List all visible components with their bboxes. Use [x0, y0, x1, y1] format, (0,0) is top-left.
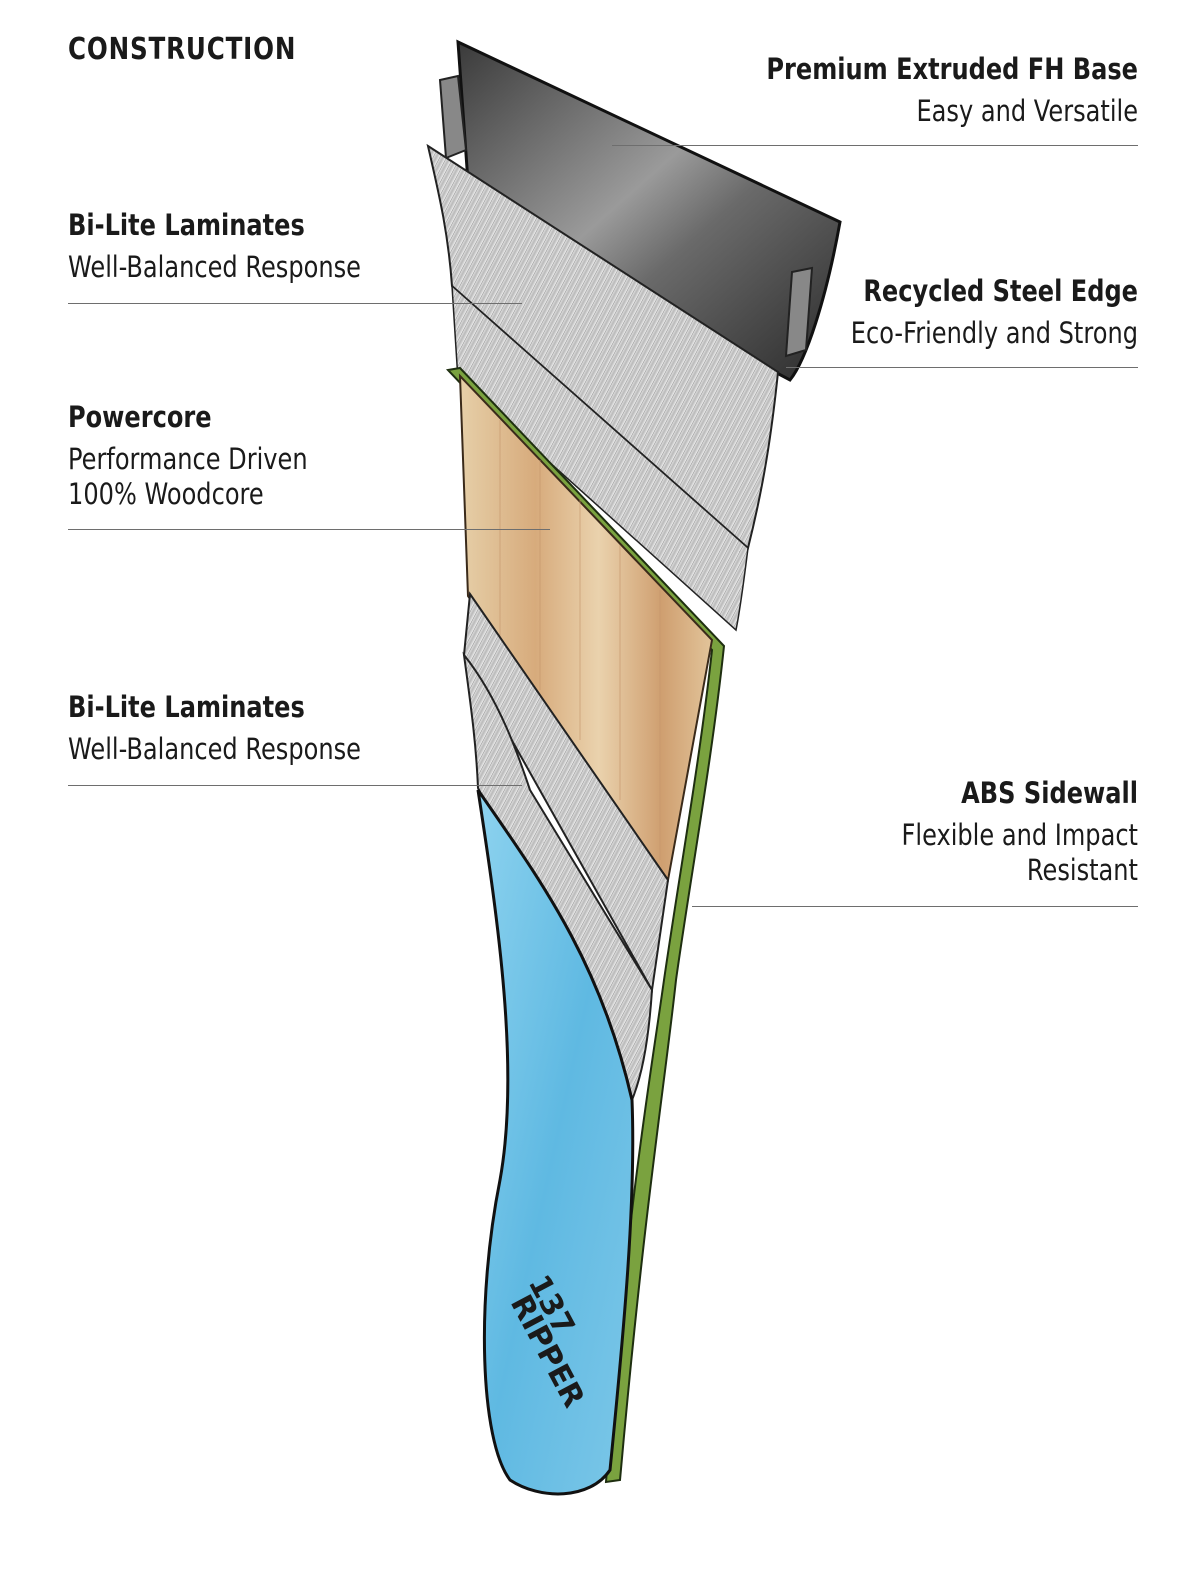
leader-line-edge [786, 367, 1138, 368]
leader-line-laminates-bottom [68, 785, 522, 786]
callout-sidewall: ABS Sidewall Flexible and Impact Resista… [778, 776, 1138, 888]
sidewall-shape [445, 366, 726, 1484]
leader-line-base [612, 145, 1138, 146]
leader-line-powercore [68, 529, 550, 530]
callout-edge: Recycled Steel Edge Eco-Friendly and Str… [718, 274, 1138, 351]
callout-base: Premium Extruded FH Base Easy and Versat… [668, 52, 1138, 129]
layer-name: Powercore [68, 400, 212, 434]
steel-edge-right [784, 266, 814, 358]
layer-description: Eco-Friendly and Strong [850, 316, 1138, 350]
layer-name: Premium Extruded FH Base [766, 52, 1138, 86]
layer-name: Bi-Lite Laminates [68, 690, 305, 724]
layer-description: Easy and Versatile [916, 94, 1138, 128]
layer-description: Well-Balanced Response [68, 250, 361, 284]
layer-description: Flexible and Impact Resistant [901, 818, 1138, 887]
callout-laminates-top: Bi-Lite Laminates Well-Balanced Response [68, 208, 448, 285]
leader-line-sidewall [692, 906, 1138, 907]
topsheet-shape [476, 789, 635, 1496]
layer-name: ABS Sidewall [961, 776, 1138, 810]
page-title: CONSTRUCTION [68, 32, 297, 67]
callout-laminates-bottom: Bi-Lite Laminates Well-Balanced Response [68, 690, 448, 767]
layer-description: Performance Driven 100% Woodcore [68, 442, 308, 511]
layer-name: Recycled Steel Edge [863, 274, 1138, 308]
layer-description: Well-Balanced Response [68, 732, 361, 766]
laminate-top-lower-shape [451, 284, 749, 632]
callout-powercore: Powercore Performance Driven 100% Woodco… [68, 400, 448, 512]
layer-name: Bi-Lite Laminates [68, 208, 305, 242]
leader-line-laminates-top [68, 303, 522, 304]
laminate-bottom-lower-shape [462, 651, 654, 1103]
base-layer-shape [456, 39, 842, 382]
steel-edge-left [438, 74, 468, 160]
